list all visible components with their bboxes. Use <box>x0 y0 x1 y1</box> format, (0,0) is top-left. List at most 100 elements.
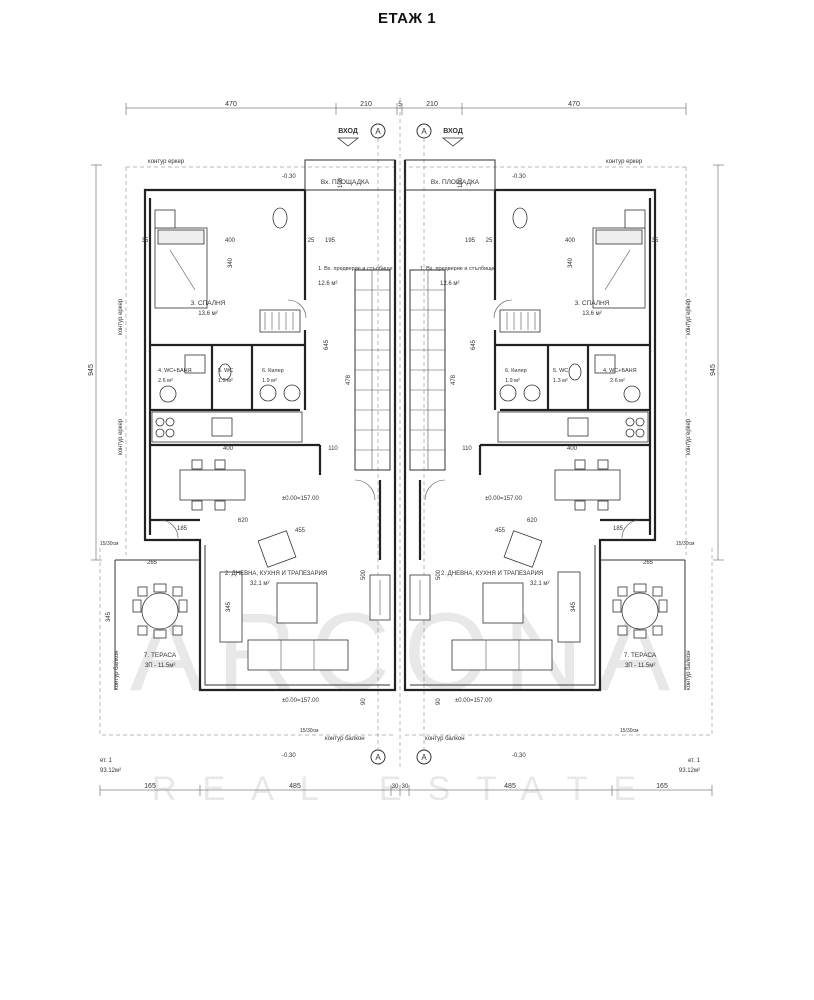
room-label: 6. Килер <box>505 368 527 374</box>
dining-table <box>554 469 621 501</box>
dim: 100 <box>458 177 464 188</box>
dim: 620 <box>238 518 249 524</box>
terrace-table <box>141 592 179 630</box>
room-label: 5. WC <box>553 368 568 374</box>
axis-label: A <box>421 753 427 762</box>
dim: 340 <box>568 257 574 268</box>
room-area: 13.6 м² <box>582 311 601 317</box>
dim: 345 <box>571 601 577 612</box>
level-top-left: -0.30 <box>282 174 296 180</box>
watermark-sub: REAL ESTATE <box>152 770 662 808</box>
room-area: 13.6 м² <box>198 311 217 317</box>
axis-markers: A A A A <box>370 123 432 765</box>
level-bottom-left: -0.30 <box>282 753 296 759</box>
floor-area-label-left: ет. 1 <box>100 758 113 764</box>
dim-bottom-3: 30 <box>392 784 399 790</box>
contour-balkon-bottom: контур балкон <box>425 736 465 742</box>
stair-tag: 15/30см <box>676 541 695 547</box>
dim: 455 <box>295 528 306 534</box>
dim-bottom-1: 165 <box>144 783 156 790</box>
dim: 25 <box>308 238 315 244</box>
dim-top-1: 470 <box>225 101 237 108</box>
page-title: ЕТАЖ 1 <box>377 10 437 27</box>
entrance-label: ВХОД <box>338 128 358 135</box>
dim: 455 <box>495 528 506 534</box>
room-area: 1.3 м² <box>553 378 568 384</box>
dim: 35 <box>652 238 659 244</box>
level-inside: ±0.00=157.00 <box>455 698 492 704</box>
dim: 195 <box>465 238 476 244</box>
dim: 110 <box>328 446 338 452</box>
axis-label: A <box>421 127 427 136</box>
room-area: 1.9 м² <box>505 378 520 384</box>
dim-bottom-5: 485 <box>504 783 516 790</box>
room-label: 7. ТЕРАСА <box>144 652 177 659</box>
dim: 340 <box>228 257 234 268</box>
stair-tag: 15/30см <box>100 541 119 547</box>
armchair <box>503 530 543 568</box>
dim: 90 <box>361 698 367 705</box>
sofa <box>247 639 349 671</box>
dim: 500 <box>361 569 367 580</box>
dim: 185 <box>613 526 624 532</box>
side-dimension-right: 945 <box>710 164 724 561</box>
contour-erker-side: контур еркер <box>118 418 124 455</box>
watermark: ARCONA <box>130 591 685 714</box>
contour-balkon-side: контур балкон <box>114 650 120 690</box>
dim-bottom-2: 485 <box>289 783 301 790</box>
dim-bottom-6: 165 <box>656 783 668 790</box>
room-label: 2. ДНЕВНА, КУХНЯ И ТРАПЕЗАРИЯ <box>225 571 327 577</box>
contour-erker-top: контур еркер <box>148 159 185 165</box>
contour-balkon-side: контур балкон <box>686 650 692 690</box>
dim-top-4: 210 <box>426 101 438 108</box>
room-label: 5. WC <box>218 368 233 374</box>
axis-label: A <box>375 127 381 136</box>
room-area: ЗП - 11.5м² <box>145 663 176 669</box>
terrace-table <box>621 592 659 630</box>
dim-right-945: 945 <box>710 364 717 376</box>
room-area: 1.3 м² <box>218 378 233 384</box>
dim: 478 <box>346 374 352 385</box>
floor-area-label-right: ет. 1 <box>688 758 701 764</box>
level-top-right: -0.30 <box>512 174 526 180</box>
dim: 35 <box>142 238 149 244</box>
room-label: 4. WC+БАНЯ <box>603 368 637 374</box>
room-area: 1.9 м² <box>262 378 277 384</box>
contour-erker-side: контур еркер <box>686 418 692 455</box>
dining-table <box>179 469 246 501</box>
dim: 90 <box>436 698 442 705</box>
dim: 265 <box>147 560 158 566</box>
stair-tag: 15/30см <box>620 728 639 734</box>
contour-balkon-bottom: контур балкон <box>325 736 365 742</box>
room-label: 3. СПАЛНЯ <box>575 300 610 307</box>
entrance-left: ВХОД <box>336 128 360 147</box>
top-dimension-chain: 470 210 5 210 470 <box>125 101 687 115</box>
dim: 400 <box>567 446 578 452</box>
unit-left: 400 340 645 110 400 620 455 500 265 345 … <box>99 159 397 742</box>
room-area: 12.6 м² <box>318 281 337 287</box>
dim: 100 <box>338 177 344 188</box>
contour-erker-side: контур еркер <box>118 298 124 335</box>
room-label: 6. Килер <box>262 368 284 374</box>
floor-area-value-left: 93.12м² <box>100 768 121 774</box>
dim: 645 <box>324 339 330 350</box>
room-area: 12.6 м² <box>440 281 459 287</box>
dim: 110 <box>462 446 472 452</box>
dim: 400 <box>225 238 236 244</box>
room-label: 7. ТЕРАСА <box>624 652 657 659</box>
dim: 345 <box>226 601 232 612</box>
room-area: 32.1 м² <box>530 581 549 587</box>
dim: 185 <box>177 526 188 532</box>
level-inside: ±0.00=157.00 <box>282 698 319 704</box>
entrance-right: ВХОД <box>441 128 465 147</box>
dim: 345 <box>106 611 112 622</box>
room-label: 4. WC+БАНЯ <box>158 368 192 374</box>
dim: 400 <box>565 238 576 244</box>
armchair <box>257 530 297 568</box>
dim-top-2: 210 <box>360 101 372 108</box>
dim: 195 <box>325 238 336 244</box>
contour-erker-side: контур еркер <box>686 298 692 335</box>
room-area: 2.6 м² <box>610 378 625 384</box>
bottom-dimension-chain: 165 485 30 30 485 165 <box>99 783 713 796</box>
